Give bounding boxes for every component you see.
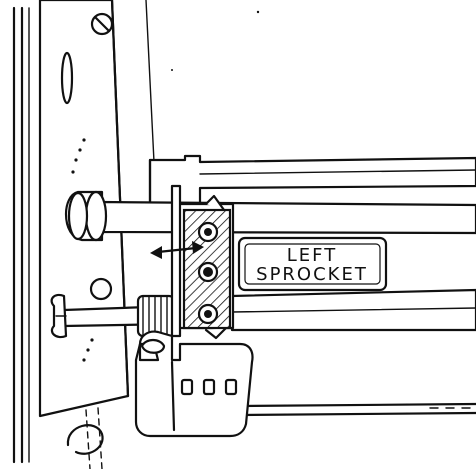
specks xyxy=(171,10,260,71)
upper-shaft xyxy=(64,190,476,242)
top-screw xyxy=(90,12,114,36)
label-line-1: LEFT xyxy=(287,245,337,266)
lower-shaft xyxy=(50,293,178,339)
outer-frame xyxy=(12,6,30,464)
plate-dots xyxy=(71,138,94,362)
double-arrow-icon xyxy=(150,241,204,259)
upper-rail xyxy=(148,154,476,208)
lower-rail xyxy=(230,288,476,417)
clamp-bracket xyxy=(134,330,254,438)
hatched-bracket xyxy=(182,208,232,330)
guide-bar xyxy=(170,184,182,338)
spring-icon xyxy=(136,294,176,338)
left-sprocket-label: LEFT SPROCKET xyxy=(237,236,388,292)
lower-details xyxy=(66,407,104,469)
label-line-2: SPROCKET xyxy=(256,264,368,285)
